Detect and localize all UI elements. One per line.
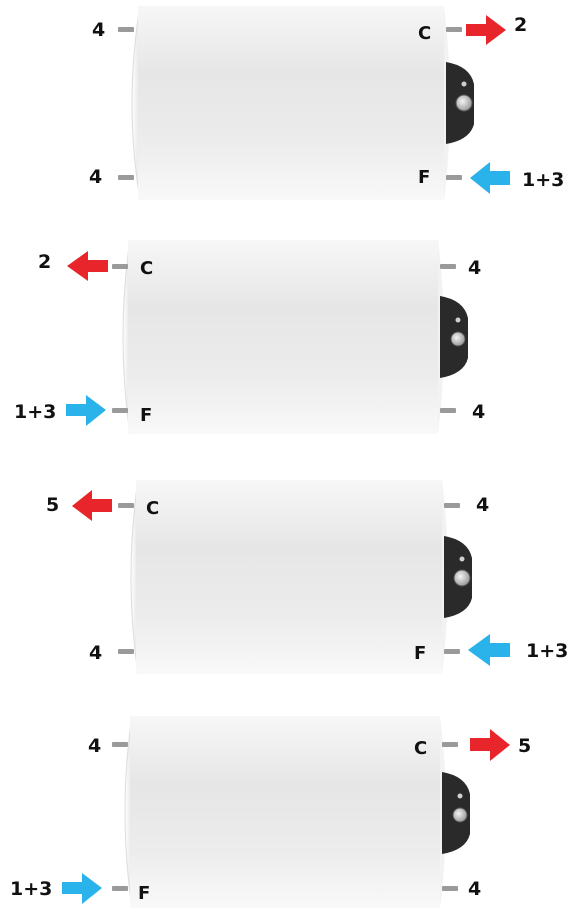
water-heater-tank bbox=[123, 240, 444, 434]
configuration-4: 4 4 C F 5 1+3 bbox=[10, 716, 531, 908]
cold-port-label: F bbox=[140, 405, 152, 426]
red-arrow-icon bbox=[67, 251, 108, 281]
cold-inlet-label: 1+3 bbox=[10, 878, 52, 900]
water-heater-tank bbox=[125, 716, 446, 908]
configuration-2: 4 4 C F 2 1+3 bbox=[14, 240, 485, 434]
cold-port-label: F bbox=[138, 883, 150, 904]
hot-outlet-label: 2 bbox=[38, 251, 51, 273]
cold-port-label: F bbox=[414, 643, 426, 664]
configuration-3: 4 4 C F 5 1+3 bbox=[46, 480, 568, 674]
water-heater-tank bbox=[131, 480, 448, 674]
hot-port-label: C bbox=[140, 258, 153, 279]
cap-label-bottom-left: 4 bbox=[89, 166, 102, 188]
water-heater-tank bbox=[132, 6, 450, 200]
thermostat-knob-icon bbox=[451, 332, 465, 346]
control-panel bbox=[440, 296, 468, 378]
cold-inlet-label: 1+3 bbox=[522, 169, 564, 191]
control-panel bbox=[442, 772, 470, 854]
cold-port-label: F bbox=[418, 167, 430, 188]
thermostat-knob-icon bbox=[456, 95, 472, 111]
cap-label-top-right: 4 bbox=[468, 257, 481, 279]
thermostat-knob-icon bbox=[454, 570, 470, 586]
cap-label-top-left: 4 bbox=[92, 19, 105, 41]
hot-outlet-label: 5 bbox=[46, 494, 59, 516]
red-arrow-icon bbox=[72, 490, 112, 521]
blue-arrow-icon bbox=[62, 873, 102, 904]
thermostat-knob-icon bbox=[453, 808, 467, 822]
cap-label-bottom-left: 4 bbox=[89, 642, 102, 664]
hot-outlet-label: 2 bbox=[514, 14, 527, 36]
red-arrow-icon bbox=[466, 15, 506, 45]
blue-arrow-icon bbox=[66, 395, 106, 426]
hot-outlet-label: 5 bbox=[518, 735, 531, 757]
hot-port-label: C bbox=[414, 738, 427, 759]
configuration-1: 4 4 C F 2 1+3 bbox=[89, 6, 564, 200]
hot-port-label: C bbox=[418, 23, 431, 44]
control-panel bbox=[446, 62, 474, 144]
cold-inlet-label: 1+3 bbox=[526, 640, 568, 662]
hot-port-label: C bbox=[146, 498, 159, 519]
red-arrow-icon bbox=[470, 729, 510, 761]
cap-label-bottom-right: 4 bbox=[468, 878, 481, 900]
cap-label-top-left: 4 bbox=[88, 735, 101, 757]
cap-label-bottom-right: 4 bbox=[472, 401, 485, 423]
blue-arrow-icon bbox=[468, 634, 510, 666]
cap-label-top-right: 4 bbox=[476, 494, 489, 516]
blue-arrow-icon bbox=[470, 162, 510, 194]
control-panel bbox=[444, 536, 472, 618]
cold-inlet-label: 1+3 bbox=[14, 401, 56, 423]
